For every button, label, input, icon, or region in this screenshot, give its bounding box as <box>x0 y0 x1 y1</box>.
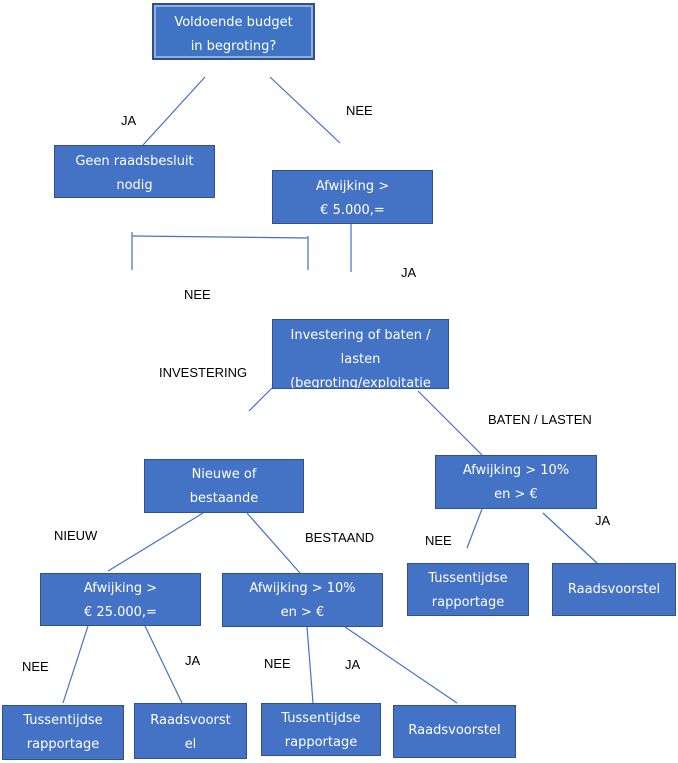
box-afwijking-10-bestaand: Afwijking > 10% en > € <box>222 573 383 627</box>
connector-root-afwijking-5000 <box>269 76 341 144</box>
label-nee-5000: NEE <box>184 287 211 302</box>
label-nee-25000: NEE <box>22 659 49 674</box>
label-investering: INVESTERING <box>159 365 248 380</box>
connector-baten-raadsvoorstel <box>542 512 598 564</box>
box-nieuwe-of-bestaande: Nieuwe of bestaande <box>144 459 304 513</box>
label-nieuw: NIEUW <box>54 528 98 543</box>
connector-bracket-top <box>131 235 309 239</box>
label-ja-25000: JA <box>185 653 201 668</box>
connector-investering-left <box>248 387 273 412</box>
box-tussentijdse-rapportage-bestaand: Tussentijdse rapportage <box>261 703 381 756</box>
label-ja-root: JA <box>121 113 137 128</box>
box-afwijking-5000: Afwijking > € 5.000,= <box>272 170 433 224</box>
label-ja-baten: JA <box>595 513 611 528</box>
connector-investering-baten <box>417 390 483 456</box>
label-nee-baten: NEE <box>425 533 452 548</box>
label-baten-lasten: BATEN / LASTEN <box>488 412 592 427</box>
connector-baten-tussentijdse <box>466 508 483 549</box>
connector-root-geen <box>142 76 206 146</box>
label-ja-5000: JA <box>401 265 417 280</box>
box-afwijking-10-baten: Afwijking > 10% en > € <box>435 455 597 509</box>
label-ja-bestaand: JA <box>345 657 361 672</box>
box-voldoende-budget: Voldoende budget in begroting? <box>152 3 315 60</box>
box-investering-of-baten: Investering of baten / lasten (begroting… <box>272 319 449 389</box>
box-raadsvoorstel-bestaand: Raadsvoorstel <box>393 705 516 758</box>
box-raadsvoorstel-nieuw: Raadsvoorst el <box>134 703 247 759</box>
label-bestaand: BESTAAND <box>305 530 375 545</box>
box-raadsvoorstel-baten: Raadsvoorstel <box>552 563 676 616</box>
connector-25000-raadsvoorstel <box>144 625 183 704</box>
box-tussentijdse-rapportage-baten: Tussentijdse rapportage <box>407 563 529 616</box>
label-nee-root: NEE <box>346 103 373 118</box>
box-tussentijdse-rapportage-nieuw: Tussentijdse rapportage <box>2 705 124 760</box>
connector-25000-tussentijdse <box>62 625 89 704</box>
connector-bestaand-tussentijdse <box>306 626 314 704</box>
connector-nieuwe-bestaand <box>246 512 301 574</box>
box-geen-raadsbesluit: Geen raadsbesluit nodig <box>54 145 215 198</box>
connector-bestaand-raadsvoorstel <box>344 626 458 704</box>
connector-nieuwe-nieuw <box>107 512 204 572</box>
box-afwijking-25000: Afwijking > € 25.000,= <box>40 573 201 626</box>
label-nee-bestaand: NEE <box>264 656 291 671</box>
